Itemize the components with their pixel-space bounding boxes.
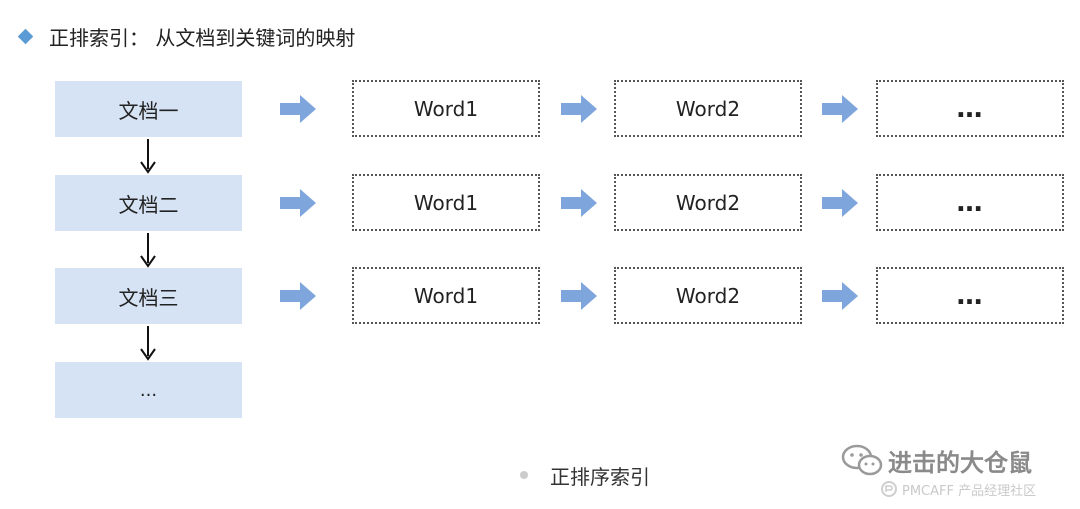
caption-text: 正排序索引 [550, 464, 650, 489]
diamond-bullet-icon [17, 28, 34, 44]
word-box: Word1 [352, 267, 540, 324]
word-box: Word1 [352, 174, 540, 231]
right-arrow-icon [561, 282, 597, 310]
watermark: 进击的大仓鼠 PMCAFF 产品经理社区 [840, 442, 1072, 502]
watermark-name: 进击的大仓鼠 [888, 448, 1032, 477]
right-arrow-icon [280, 95, 316, 123]
wechat-icon [841, 444, 883, 476]
right-arrow-icon [822, 95, 858, 123]
word-box-more: … [876, 267, 1064, 324]
word-box-more: … [876, 80, 1064, 137]
watermark-subtitle: PMCAFF 产品经理社区 [902, 483, 1037, 499]
down-arrow-icon [140, 139, 156, 174]
right-arrow-icon [822, 282, 858, 310]
caption: 正排序索引 [520, 460, 650, 490]
right-arrow-icon [561, 189, 597, 217]
down-arrow-icon [140, 233, 156, 268]
pmcaff-logo-icon [881, 481, 897, 497]
right-arrow-icon [280, 282, 316, 310]
right-arrow-icon [822, 189, 858, 217]
word-box: Word2 [614, 174, 802, 231]
right-arrow-icon [280, 189, 316, 217]
document-box-2: 文档二 [55, 175, 242, 231]
document-box-3: 文档三 [55, 268, 242, 324]
down-arrow-icon [140, 326, 156, 361]
header: 正排索引： 从文档到关键词的映射 [16, 20, 355, 52]
word-box-more: … [876, 174, 1064, 231]
word-box: Word2 [614, 267, 802, 324]
word-box: Word2 [614, 80, 802, 137]
page-title: 正排索引： 从文档到关键词的映射 [49, 25, 356, 50]
document-box-more: ... [55, 362, 242, 418]
bullet-dot-icon [520, 471, 528, 479]
word-box: Word1 [352, 80, 540, 137]
right-arrow-icon [561, 95, 597, 123]
document-box-1: 文档一 [55, 81, 242, 137]
